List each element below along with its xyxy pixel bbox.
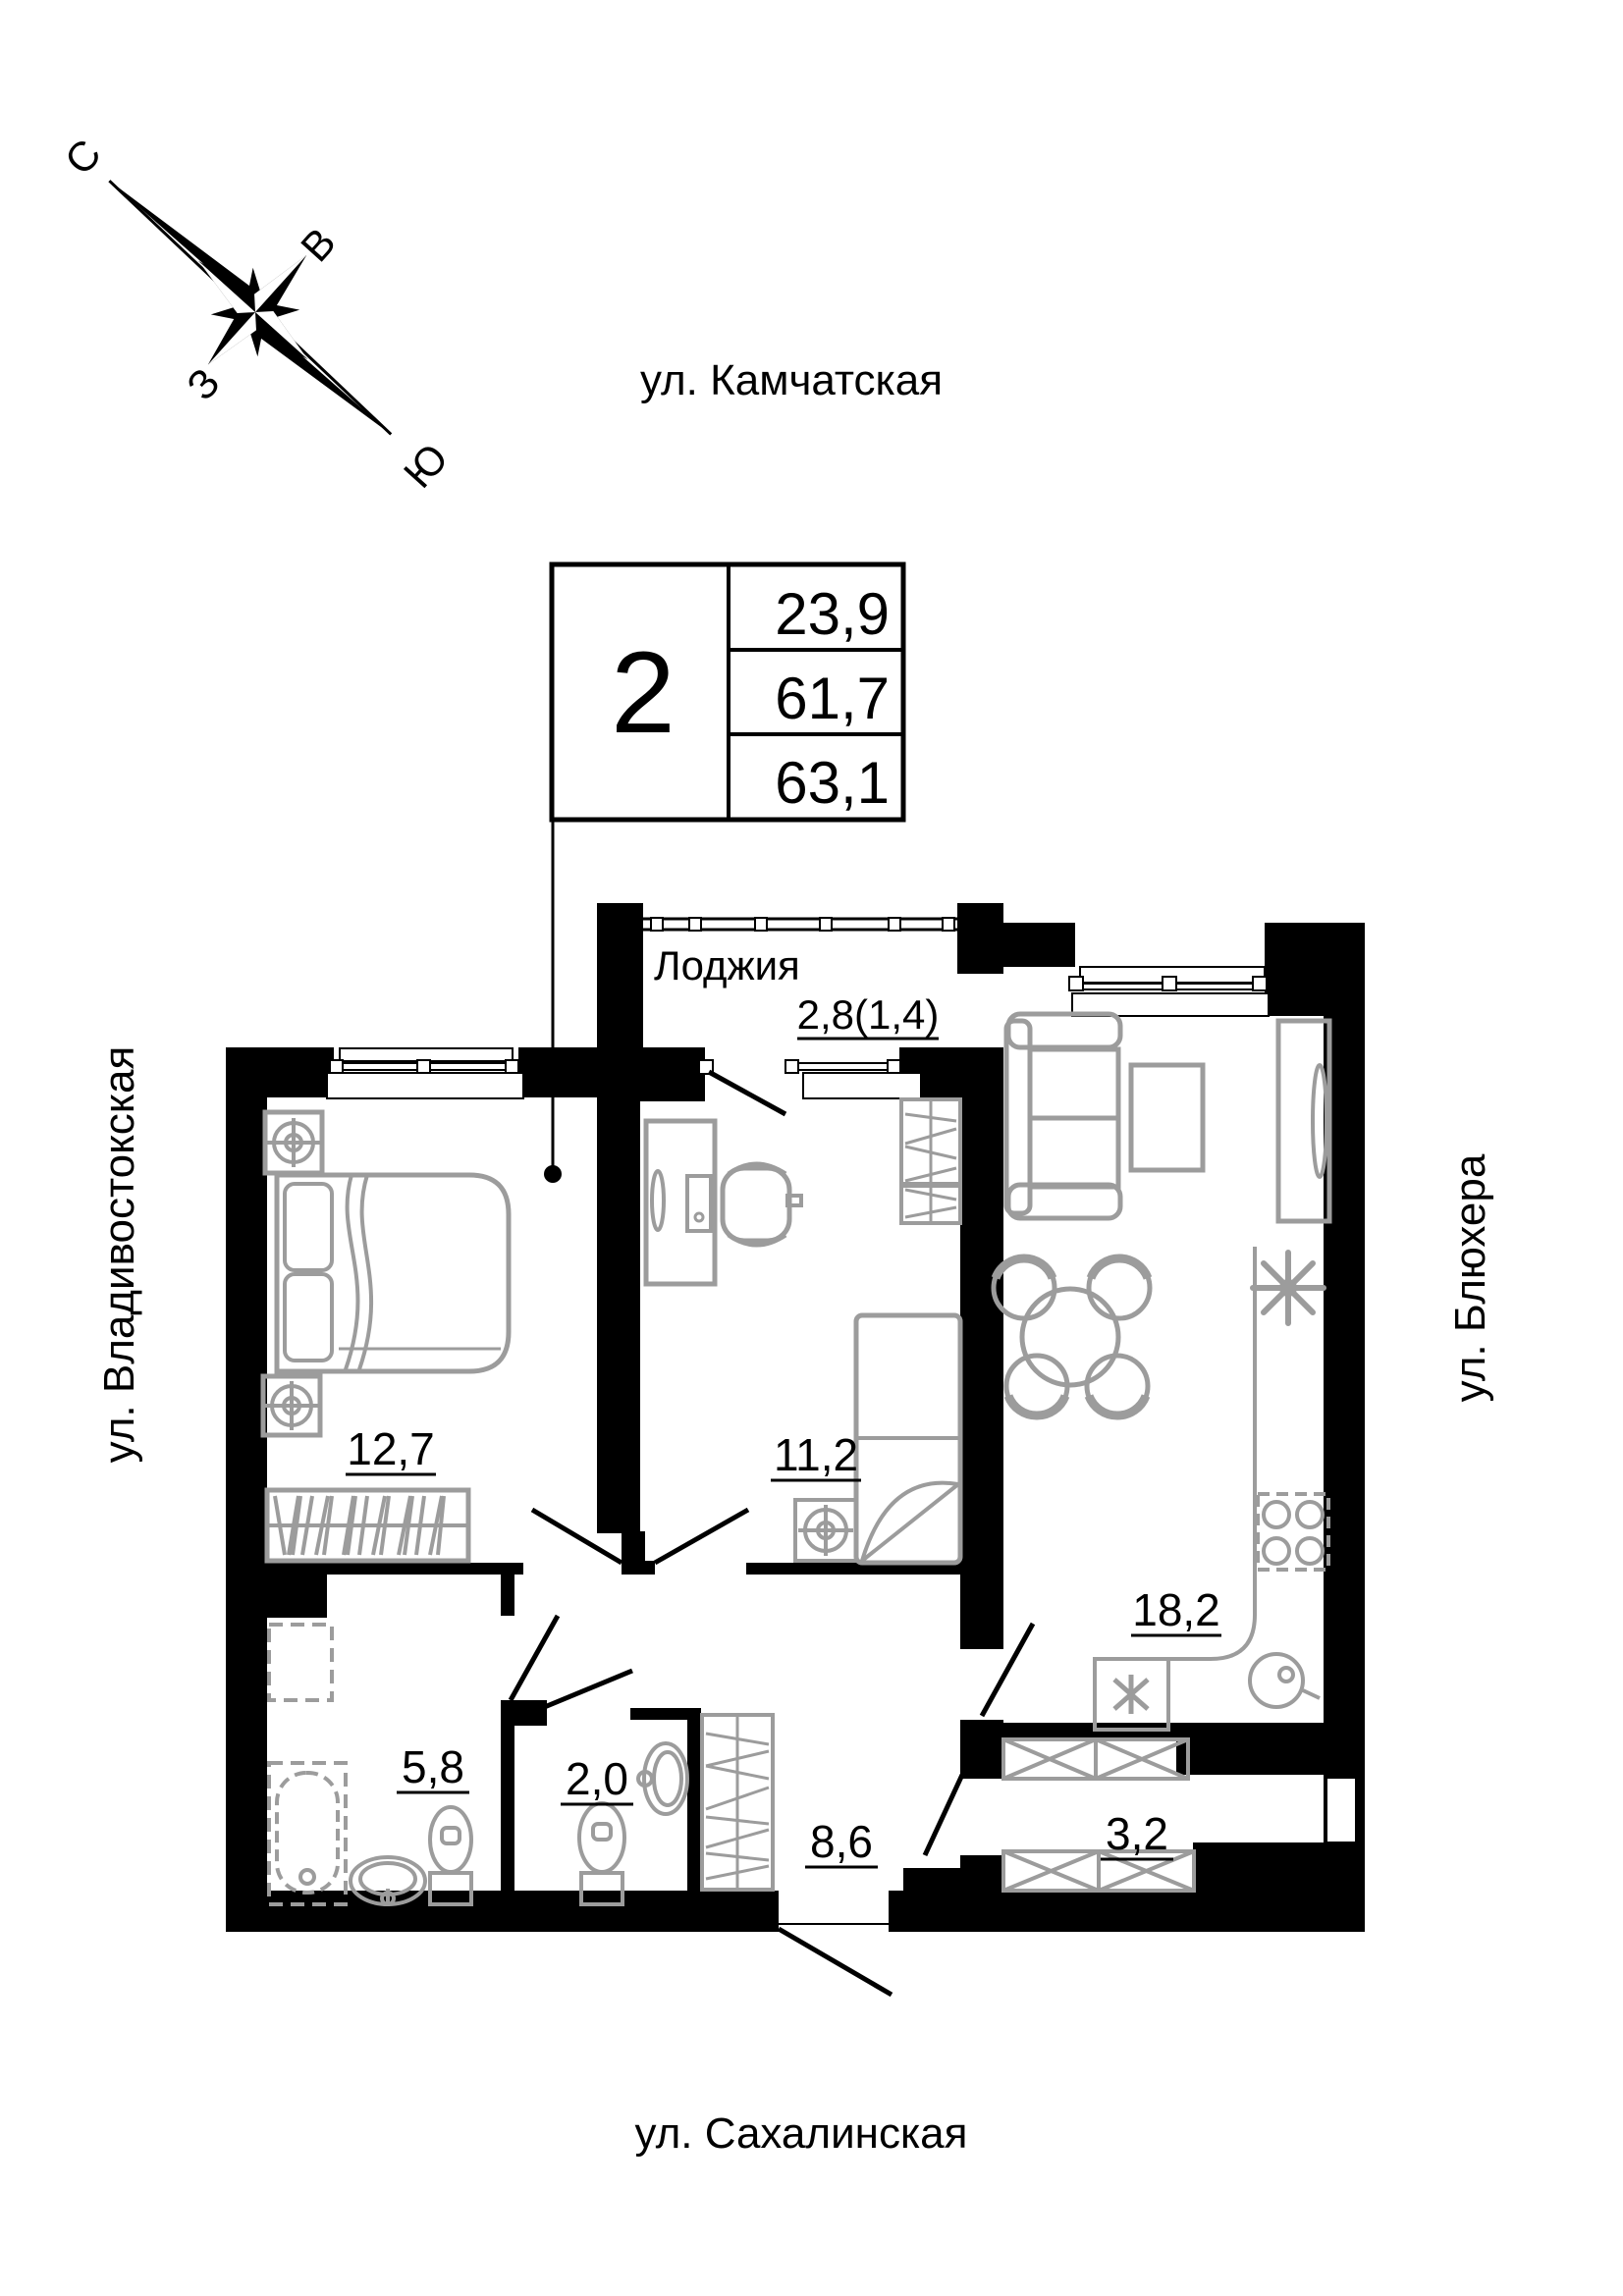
dining-table-symbol <box>991 1254 1153 1420</box>
kitchen-counter-edge <box>1093 1247 1257 1728</box>
compass-facet-3 <box>207 312 256 365</box>
compass-facet-4 <box>198 260 255 313</box>
second-room-area-label: 11,2 <box>774 1429 858 1480</box>
bathroom-area-label: 5,8 <box>402 1741 464 1792</box>
wall-closet-top-right-block <box>1176 1723 1328 1775</box>
hallway-wardrobe-symbol <box>700 1713 775 1892</box>
furniture <box>260 1011 1332 1906</box>
wall-kitchen-door-stub <box>960 1720 1003 1779</box>
double-bed-symbol <box>274 1172 512 1374</box>
info-living-area: 23,9 <box>775 581 890 647</box>
wardrobe-hangers-symbol <box>264 1487 471 1564</box>
second-room-door-leaf <box>653 1507 750 1566</box>
wall-bedroom-top-left <box>226 1047 334 1097</box>
wc-area-label: 2,0 <box>566 1753 628 1804</box>
wall-kitchen-top-left <box>957 923 1075 967</box>
wall-bath-wc-divider <box>501 1700 514 1902</box>
compass-label-north: С <box>56 131 110 184</box>
closet-cabinet-top-symbol <box>1001 1737 1190 1781</box>
nightstand-symbol-top <box>262 1109 325 1176</box>
office-chair-symbol <box>720 1161 803 1248</box>
tv-stand-symbol <box>1275 1018 1332 1224</box>
compass-label-west: З <box>178 359 229 408</box>
hallway-area-label: 8,6 <box>810 1816 873 1867</box>
closet-area-label: 3,2 <box>1106 1808 1168 1859</box>
compass-facet-2 <box>255 311 308 360</box>
wall-closet-bottom-right-block <box>1193 1842 1328 1891</box>
bathroom-sink-symbol <box>349 1855 427 1906</box>
info-box: 2 23,9 61,7 63,1 <box>544 561 906 1183</box>
wc-sink-symbol <box>636 1741 689 1816</box>
info-leader-dot <box>544 1165 562 1183</box>
wall-room-bottom <box>746 1563 960 1575</box>
compass-facet-1 <box>254 255 307 312</box>
plant-symbol <box>1250 1250 1326 1326</box>
wall-divider-stub <box>622 1531 645 1563</box>
stove-symbol <box>1256 1492 1330 1572</box>
wall-room-kitchen-divider <box>960 1047 1003 1649</box>
info-apartment-area: 61,7 <box>775 666 890 731</box>
compass-rose-icon: С В З Ю <box>56 131 458 497</box>
wall-wc-top <box>630 1708 687 1720</box>
street-label-top: ул. Камчатская <box>640 356 943 404</box>
sofa-symbol <box>1003 1011 1123 1221</box>
wc-door-leaf <box>517 1668 633 1721</box>
bathtub-symbol <box>267 1761 348 1906</box>
wall-door-center-stub <box>622 1561 655 1575</box>
nightstand-symbol-bottom <box>260 1373 323 1438</box>
info-rooms-count: 2 <box>611 628 676 758</box>
bedroom-window <box>326 1047 524 1099</box>
wall-right-notch <box>1327 1779 1355 1842</box>
coffee-table-symbol <box>1128 1062 1206 1173</box>
doors <box>508 1069 1036 1998</box>
closet-cabinet-bottom-symbol <box>1001 1849 1196 1893</box>
wall-bathroom-right-stub <box>501 1575 514 1616</box>
kitchen-area-label: 18,2 <box>1132 1584 1220 1635</box>
loggia-room-window <box>698 1059 922 1099</box>
entrance-door-leaf <box>777 1926 893 1998</box>
loggia-glazing <box>643 917 957 932</box>
loggia-name-label: Лоджия <box>654 942 800 988</box>
street-label-right: ул. Блюхера <box>1446 1153 1494 1402</box>
wall-hall-bottom-block <box>903 1868 960 1891</box>
street-label-left: ул. Владивостокская <box>95 1046 143 1464</box>
wall-hall-closet-stub <box>960 1855 1003 1891</box>
wall-bedroom-room-divider <box>597 1090 640 1533</box>
windows <box>326 917 1270 1099</box>
wall-bathroom-top-block <box>226 1563 327 1618</box>
loggia-door-leaf <box>707 1069 787 1117</box>
bathroom-door-leaf <box>508 1614 561 1702</box>
desk-symbol <box>643 1118 718 1287</box>
room-labels: Лоджия 2,8(1,4) 12,7 11,2 18,2 5,8 2,0 8… <box>346 942 1221 1869</box>
bedroom-door-leaf <box>530 1507 623 1566</box>
info-total-area: 63,1 <box>775 750 890 816</box>
wall-outer-bottom-right <box>889 1891 1365 1932</box>
loggia-area-label: 2,8(1,4) <box>797 991 940 1038</box>
kitchen-door-leaf <box>979 1622 1036 1718</box>
bedroom-area-label: 12,7 <box>347 1423 435 1474</box>
shelf-wardrobe-symbol <box>899 1097 962 1225</box>
kitchen-sink-symbol <box>1248 1652 1321 1709</box>
wall-wc-right <box>687 1708 701 1902</box>
washing-machine-symbol <box>267 1623 334 1702</box>
closet-door-leaf <box>922 1773 965 1857</box>
compass-label-south: Ю <box>395 435 457 497</box>
street-label-bottom: ул. Сахалинская <box>635 2109 968 2158</box>
wall-outer-left <box>226 1047 267 1932</box>
bathroom-toilet-symbol <box>428 1805 473 1906</box>
wc-toilet-symbol <box>577 1801 626 1906</box>
single-bed-symbol <box>853 1312 963 1566</box>
fridge-symbol <box>1093 1657 1170 1732</box>
nightstand-symbol-room2 <box>793 1498 858 1563</box>
wall-kitchen-closet-divider <box>1003 1723 1176 1737</box>
kitchen-window <box>1068 966 1270 1017</box>
